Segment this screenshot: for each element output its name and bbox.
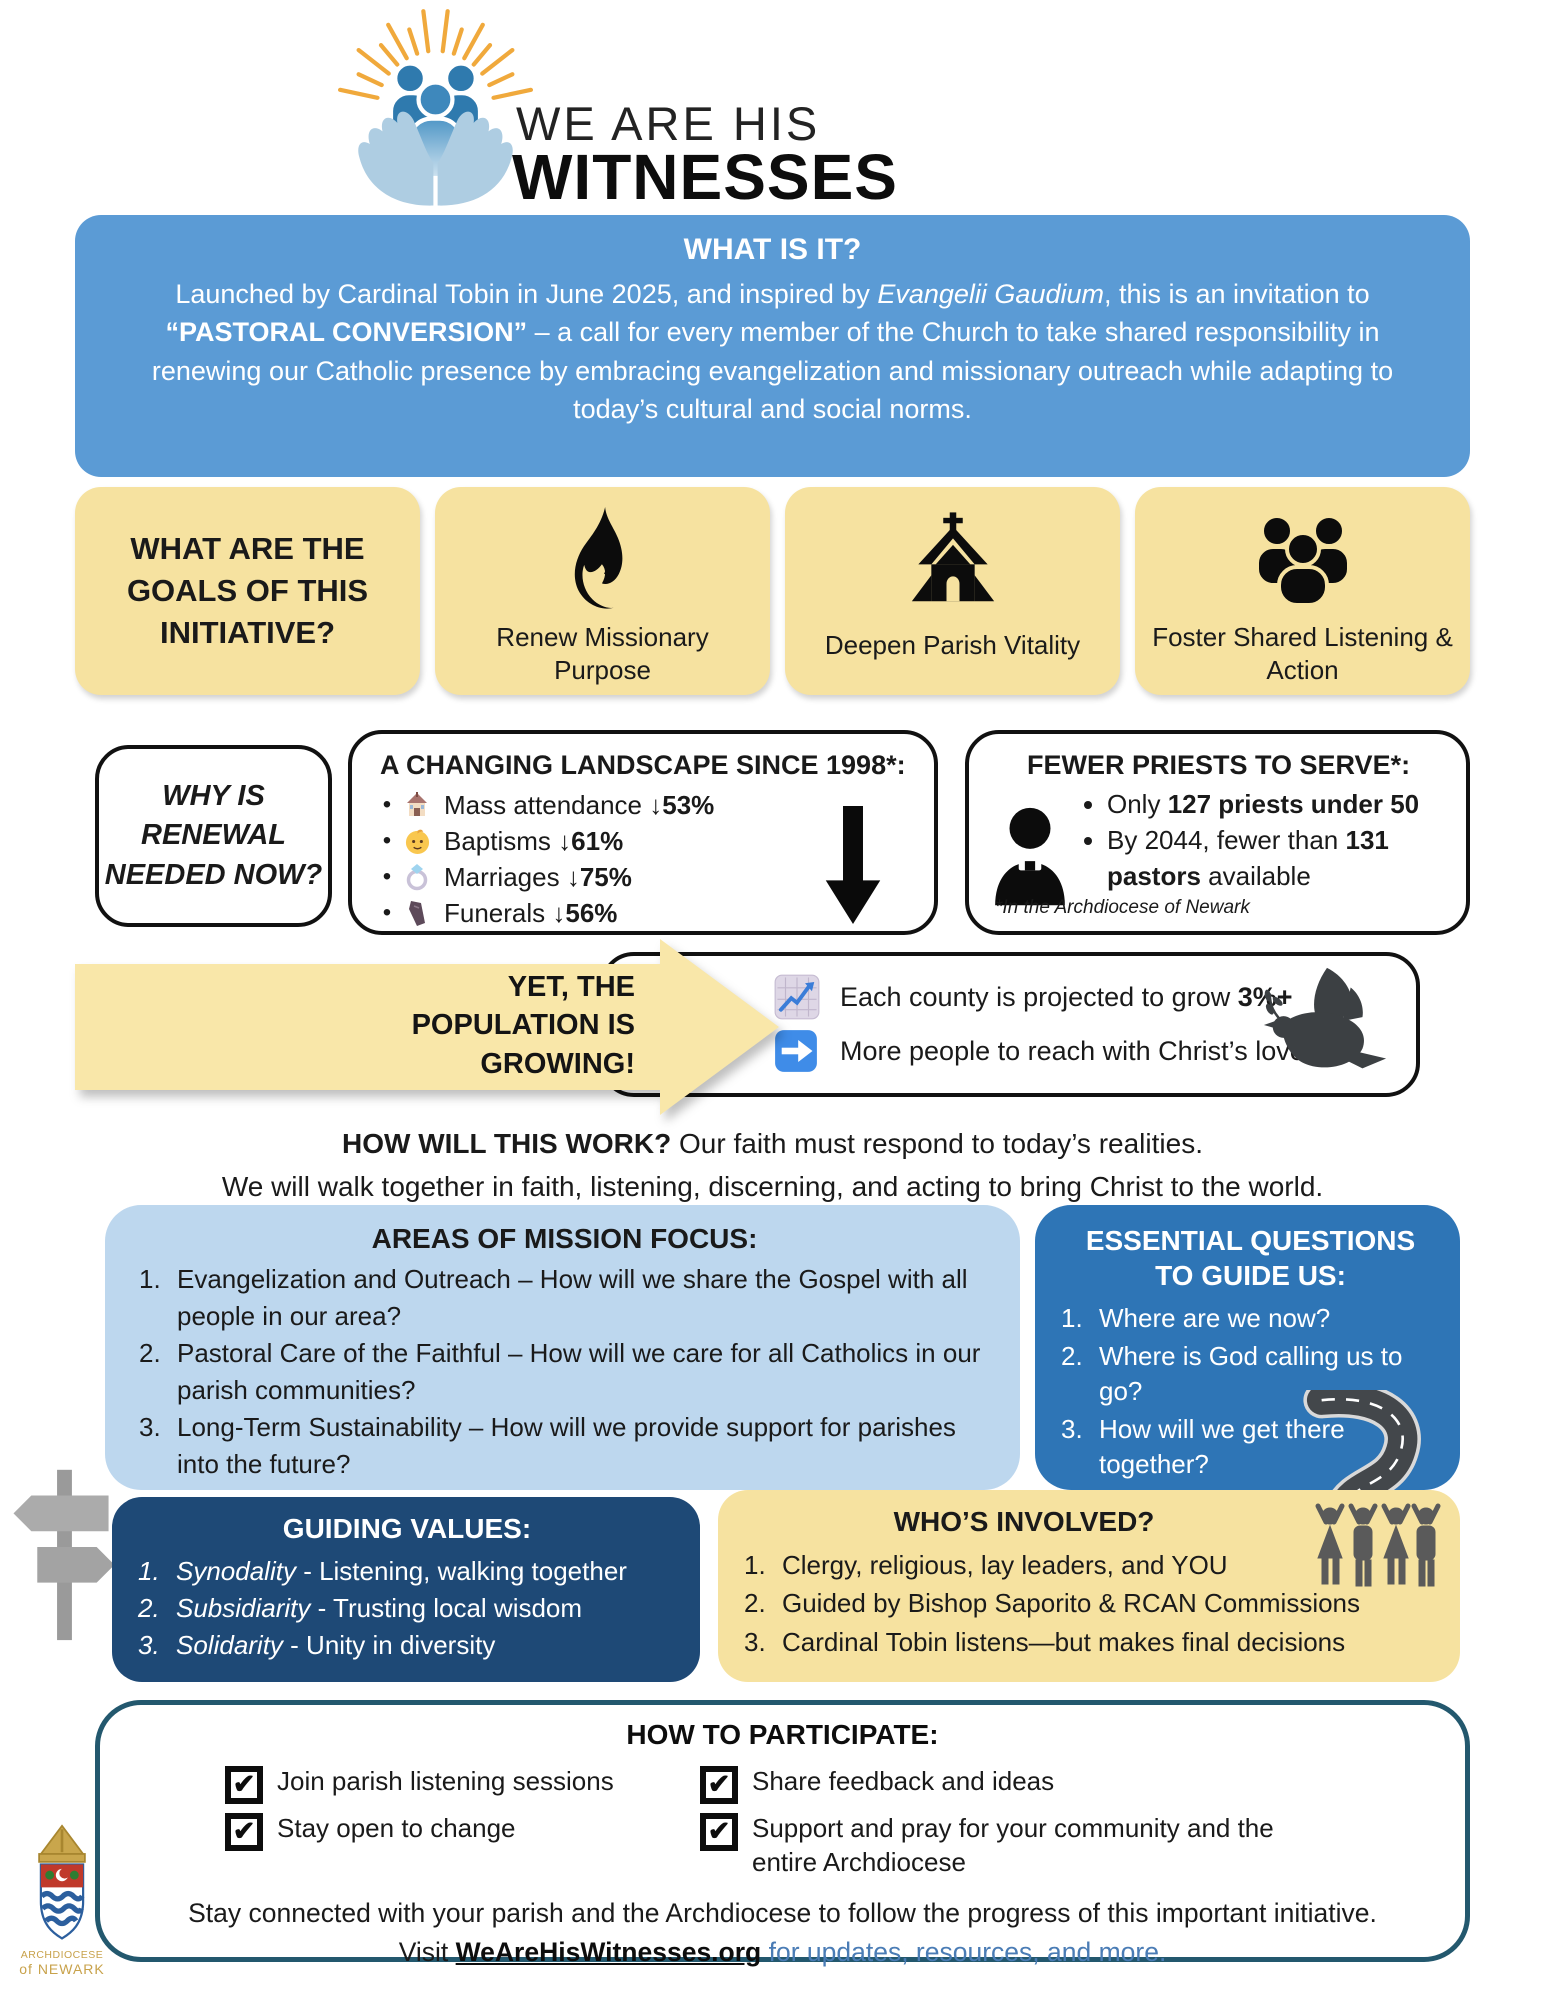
what-is-it-panel: WHAT IS IT? Launched by Cardinal Tobin i… [75,215,1470,477]
baby-emoji-icon [400,828,434,855]
goal-card-parish: Deepen Parish Vitality [785,487,1120,695]
archdiocese-crest-icon [38,1824,86,1940]
down-arrow-icon [825,806,881,924]
list-item: Only 127 priests under 50 [1107,787,1446,823]
population-growing-arrow [75,939,779,1115]
website-link[interactable]: WeAreHisWitnesses.org [455,1937,762,1968]
list-item: 3.Solidarity - Unity in diversity [138,1629,496,1660]
church-icon [901,503,1005,615]
list-item: 3.How will we get there together? [1061,1414,1345,1480]
goal-card-renew: Renew Missionary Purpose [435,487,770,695]
what-is-it-title: WHAT IS IT? [683,233,862,266]
list-item: 2.Subsidiarity - Trusting local wisdom [138,1592,583,1623]
stat-row: • Mass attendance ↓ 53% [382,789,715,820]
checked-checkbox-icon: ✔ [225,1766,263,1804]
guiding-values-title: GUIDING VALUES: [282,1513,532,1544]
how-will-this-work: HOW WILL THIS WORK? Our faith must respo… [221,1128,1324,1203]
logo-title-line1: WE ARE HIS [516,97,821,150]
goal-label: Foster Shared Listening & Action [1152,622,1453,686]
signpost-icon [13,1469,115,1641]
logo-title-line2: WITNESSES [512,141,898,213]
priest-icon [995,807,1065,906]
stat-row: • Funerals ↓ 56% [382,897,618,928]
checked-checkbox-icon: ✔ [700,1813,738,1851]
why-renewal-card: WHY IS RENEWAL NEEDED NOW? [95,745,332,927]
checked-checkbox-icon: ✔ [700,1766,738,1804]
footnote: *In the Archdiocese of Newark [995,897,1250,918]
what-is-it-body: Launched by Cardinal Tobin in June 2025,… [151,279,1394,424]
chart-increasing-icon [774,974,824,1020]
list-item: 1.Clergy, religious, lay leaders, and YO… [744,1550,1228,1580]
guiding-values-panel: GUIDING VALUES: 1.Synodality - Listening… [112,1497,700,1682]
check-item: ✔ Stay open to change [225,1812,680,1880]
dove-icon [1263,967,1387,1069]
list-item: 3.Long-Term Sustainability – How will we… [139,1411,956,1479]
mission-focus-panel: AREAS OF MISSION FOCUS: 1.Evangelization… [105,1205,1020,1490]
witnesses-logo-icon [338,9,533,206]
people-raised-arms-icon [1315,1503,1441,1587]
changing-landscape-title: A CHANGING LANDSCAPE SINCE 1998*: [380,750,906,780]
list-item: 3.Cardinal Tobin listens—but makes final… [744,1626,1346,1657]
crest-text-line1: ARCHDIOCESE [20,1949,104,1961]
fewer-priests-list: Only 127 priests under 50 By 2044, fewer… [1107,787,1446,895]
goal-label: Renew Missionary Purpose [496,622,709,686]
list-item: 1.Evangelization and Outreach – How will… [139,1264,968,1331]
list-item: 2.Guided by Bishop Saporito & RCAN Commi… [744,1588,1361,1619]
fewer-priests-card: FEWER PRIESTS TO SERVE*: Only 127 priest… [965,730,1470,935]
how-to-participate-panel: HOW TO PARTICIPATE: ✔ Join parish listen… [95,1700,1470,1967]
mission-focus-title: AREAS OF MISSION FOCUS: [371,1223,758,1254]
whos-involved-title: WHO’S INVOLVED? [893,1506,1155,1537]
stat-row: • Baptisms ↓ 61% [382,825,624,856]
check-item: ✔ Support and pray for your community an… [700,1812,1340,1880]
coffin-emoji-icon [400,899,434,927]
participate-title: HOW TO PARTICIPATE: [626,1719,939,1750]
flame-icon [571,503,635,615]
archdiocese-crest: ARCHDIOCESE of NEWARK [12,1824,112,1977]
fewer-priests-title: FEWER PRIESTS TO SERVE*: [1027,750,1411,780]
crest-text-line2: of NEWARK [19,1961,105,1977]
check-item: ✔ Share feedback and ideas [700,1765,1340,1804]
stat-row: • Marriages ↓ 75% [382,861,632,892]
right-arrow-icon [774,1029,824,1073]
goal-card-listening: Foster Shared Listening & Action [1135,487,1470,695]
essential-questions-title: ESSENTIAL QUESTIONS TO GUIDE US: [1085,1225,1416,1291]
changing-landscape-card: A CHANGING LANDSCAPE SINCE 1998*: • Mass… [348,730,938,935]
whos-involved-panel: WHO’S INVOLVED? 1.Clergy, religious, lay… [718,1490,1460,1682]
ring-emoji-icon [400,863,434,891]
growth-line: More people to reach with Christ’s love [774,1024,1390,1078]
participate-footer: Stay connected with your parish and the … [188,1897,1377,1968]
check-item: ✔ Join parish listening sessions [225,1765,680,1804]
list-item: By 2044, fewer than 131 pastors availabl… [1107,823,1446,895]
list-item: 1.Synodality - Listening, walking togeth… [138,1556,627,1586]
goals-question-card: WHAT ARE THE GOALS OF THIS INITIATIVE? [75,487,420,695]
list-item: 1.Where are we now? [1061,1303,1331,1333]
checked-checkbox-icon: ✔ [225,1813,263,1851]
participate-checklist: ✔ Join parish listening sessions ✔ Share… [100,1765,1465,1880]
growth-line: Each county is projected to grow 3%+ [774,970,1390,1024]
goal-label: Deepen Parish Vitality [824,630,1081,660]
church-emoji-icon [400,791,434,819]
list-item: 2.Where is God calling us to go? [1061,1341,1403,1407]
population-growing-text: YET, THE POPULATION IS GROWING! [411,971,635,1080]
group-icon [1247,503,1359,615]
list-item: 2.Pastoral Care of the Faithful – How wi… [139,1337,981,1405]
